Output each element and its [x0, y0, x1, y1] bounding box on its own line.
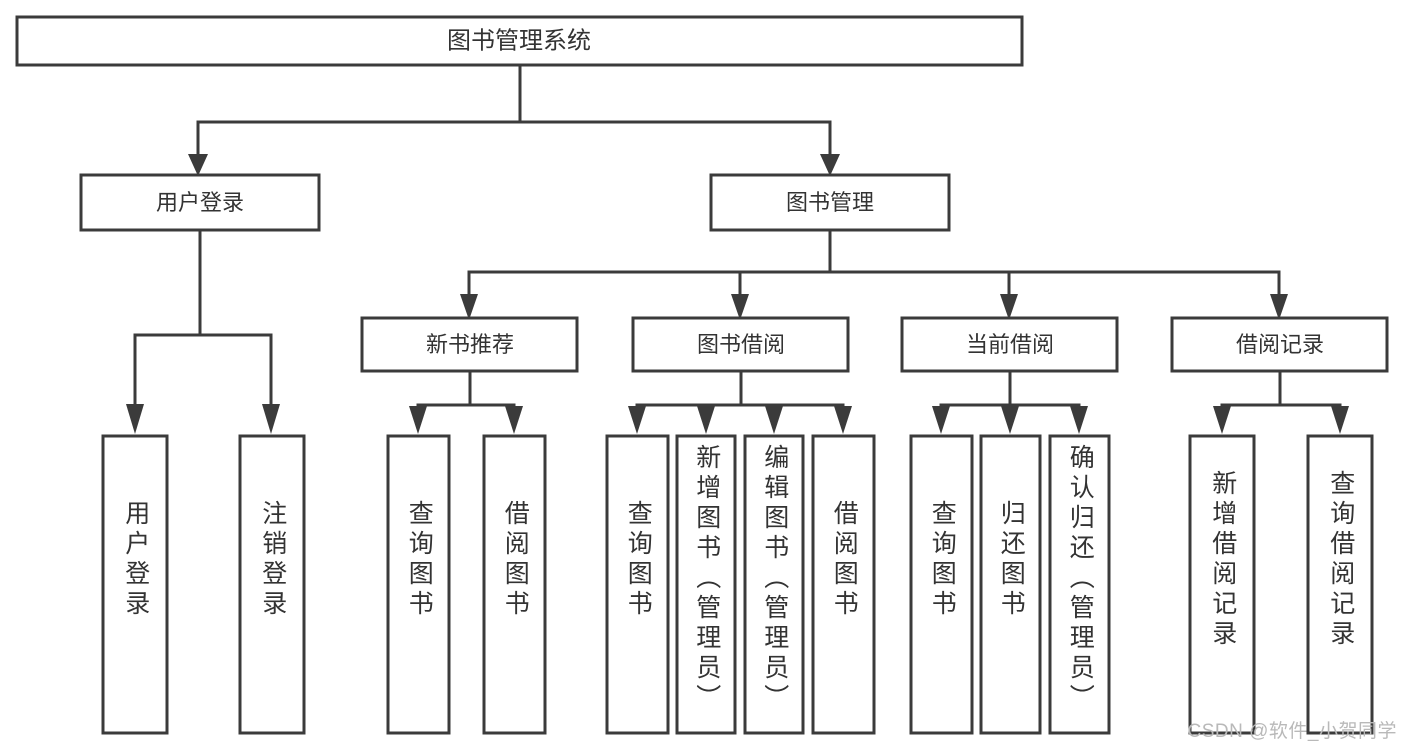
- node-new-book-recommend[interactable]: 新书推荐: [360, 316, 579, 373]
- arrow-head-leaf-return-book: [1001, 406, 1019, 434]
- node-current-borrow-label: 当前借阅: [966, 332, 1054, 357]
- connector-book-borrow-to-leaves: [628, 369, 852, 434]
- arrow-head-leaf-query-book-1: [409, 406, 427, 434]
- leaf-box-add-borrow-record[interactable]: [1188, 434, 1256, 735]
- node-book-borrow-label: 图书借阅: [697, 332, 785, 357]
- arrow-head-leaf-query-book-3: [932, 406, 950, 434]
- leaf-box-add-book[interactable]: [675, 434, 737, 735]
- leaf-box-borrow-book-1[interactable]: [482, 434, 547, 735]
- arrow-head-leaf-borrow-book-1: [505, 406, 523, 434]
- leaf-box-query-borrow-record[interactable]: [1306, 434, 1374, 735]
- node-user-login[interactable]: 用户登录: [79, 173, 321, 232]
- leaf-box-edit-book[interactable]: [743, 434, 805, 735]
- arrow-head-leaf-query-book-2: [628, 406, 646, 434]
- node-book-management-box[interactable]: [709, 173, 951, 232]
- leaf-box-return-book[interactable]: [979, 434, 1042, 735]
- leaf-box-query-book-3[interactable]: [909, 434, 974, 735]
- node-book-management[interactable]: 图书管理: [709, 173, 951, 232]
- leaf-box-borrow-book-2[interactable]: [811, 434, 876, 735]
- connector-user-login-to-leaves: [126, 228, 280, 434]
- connector-current-borrow-to-leaves: [932, 369, 1088, 434]
- arrow-head-user-login: [188, 154, 208, 176]
- arrow-head-leaf-query-borrow-record: [1331, 406, 1349, 434]
- node-current-borrow[interactable]: 当前借阅: [900, 316, 1119, 373]
- arrow-head-book-management: [820, 154, 840, 176]
- arrow-head-current-borrow: [1000, 294, 1018, 320]
- leaf-box-query-book-1[interactable]: [386, 434, 451, 735]
- leaf-box-logout-login[interactable]: [238, 434, 306, 735]
- leaf-box-confirm-return[interactable]: [1048, 434, 1111, 735]
- node-root-system-box[interactable]: [15, 15, 1024, 67]
- arrow-head-leaf-add-borrow-record: [1213, 406, 1231, 434]
- node-borrow-record[interactable]: 借阅记录: [1170, 316, 1389, 373]
- connector-root-to-level2: [188, 63, 840, 176]
- arrow-head-leaf-confirm-return: [1070, 406, 1088, 434]
- node-book-borrow-box[interactable]: [631, 316, 850, 373]
- csdn-watermark: CSDN @软件_小贺同学: [1187, 721, 1397, 742]
- arrow-head-leaf-borrow-book-2: [834, 406, 852, 434]
- node-borrow-record-box[interactable]: [1170, 316, 1389, 373]
- arrow-head-leaf-edit-book: [765, 406, 783, 434]
- node-root-system-label: 图书管理系统: [447, 27, 591, 54]
- leaf-box-query-book-2[interactable]: [605, 434, 670, 735]
- arrow-head-borrow-record: [1270, 294, 1288, 320]
- connector-book-management-to-level3: [460, 228, 1288, 320]
- node-new-book-recommend-box[interactable]: [360, 316, 579, 373]
- node-borrow-record-label: 借阅记录: [1236, 332, 1324, 357]
- connector-borrow-record-to-leaves: [1213, 369, 1349, 434]
- node-user-login-label: 用户登录: [156, 190, 244, 215]
- leaf-box-user-login[interactable]: [101, 434, 169, 735]
- node-book-borrow[interactable]: 图书借阅: [631, 316, 850, 373]
- node-new-book-recommend-label: 新书推荐: [426, 332, 514, 357]
- connector-new-book-recommend-to-leaves: [409, 369, 523, 434]
- arrow-head-leaf-user-login: [126, 404, 144, 434]
- node-current-borrow-box[interactable]: [900, 316, 1119, 373]
- arrow-head-leaf-logout-login: [262, 404, 280, 434]
- arrow-head-new-book-recommend: [460, 294, 478, 320]
- node-book-management-label: 图书管理: [786, 190, 874, 215]
- node-root-system[interactable]: 图书管理系统: [15, 15, 1024, 67]
- arrow-head-leaf-add-book: [697, 406, 715, 434]
- arrow-head-book-borrow: [731, 294, 749, 320]
